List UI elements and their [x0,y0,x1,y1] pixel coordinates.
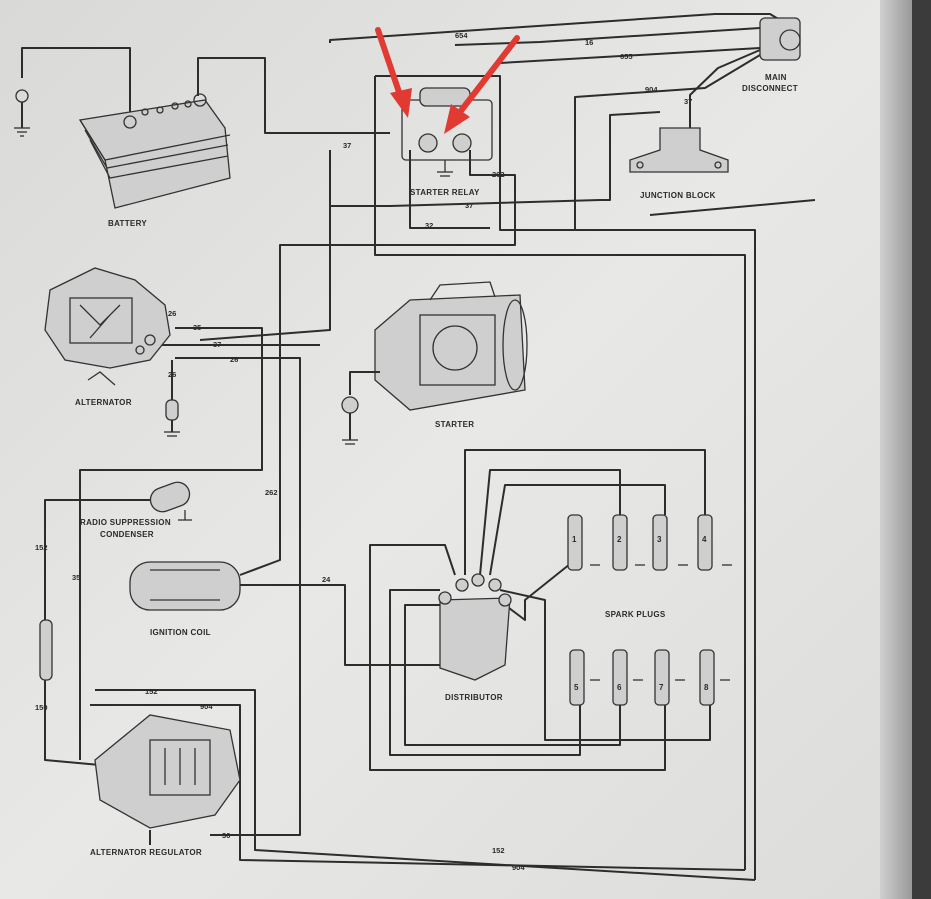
distributor-label: DISTRIBUTOR [445,693,503,702]
plug-6-number: 6 [617,683,622,692]
wire-904-reg-label: 904 [200,702,213,711]
wire-26-alt-label: 26 [168,309,176,318]
spark-plugs-label: SPARK PLUGS [605,610,666,619]
plug-7-number: 7 [659,683,664,692]
wire-37-jb-label: 37 [684,97,692,106]
distributor [438,573,512,681]
plug-4-number: 4 [702,535,707,544]
wire-654-label: 654 [455,31,468,40]
condenser-label-1: RADIO SUPPRESSION [80,518,171,527]
main-disconnect-label-2: DISCONNECT [742,84,798,93]
starter-motor [374,281,528,411]
wire-37-alt-label: 37 [213,340,221,349]
wire-152-reg-label: 152 [145,687,158,696]
wires [21,13,816,881]
junction-block [629,127,729,173]
wire-26-a-label: 26 [230,355,238,364]
wire-150-label: 150 [35,703,48,712]
wire-904-bottom-label: 904 [512,863,525,872]
plug-3-number: 3 [657,535,662,544]
wire-26-b-label: 26 [168,370,176,379]
wire-24-label: 24 [322,575,331,584]
ground-symbol-battery [14,89,30,137]
wire-36-label: 36 [222,831,230,840]
ground-symbol-alternator [164,360,180,437]
spark-plugs-bottom [569,649,730,706]
plug-1-number: 1 [572,535,577,544]
main-disconnect [759,17,801,61]
alternator [44,267,171,386]
alternator-regulator-label: ALTERNATOR REGULATOR [90,848,202,857]
starter-relay-label: STARTER RELAY [410,188,480,197]
wire-35-left-label: 35 [72,573,80,582]
spark-plugs-top [567,514,732,571]
dark-margin [912,0,931,899]
wire-262-coil-label: 262 [265,488,278,497]
wire-16-label: 16 [585,38,593,47]
ignition-coil-label: IGNITION COIL [150,628,211,637]
starter-relay [401,87,493,177]
main-disconnect-label-1: MAIN [765,73,787,82]
wire-152-bottom-label: 152 [492,846,505,855]
wire-655-label: 655 [620,52,633,61]
red-arrow-right [444,35,520,134]
radio-suppression-condenser [149,481,192,521]
wire-152-label: 152 [35,543,48,552]
plug-8-number: 8 [704,683,709,692]
wire-32-label: 32 [425,221,433,230]
wire-262-relay-label: 262 [492,170,505,179]
wire-37-mid-label: 37 [465,201,473,210]
inline-fuse [39,619,53,681]
wire-35-label: 35 [193,323,201,332]
plug-2-number: 2 [617,535,622,544]
plug-5-number: 5 [574,683,579,692]
junction-block-label: JUNCTION BLOCK [640,191,716,200]
battery-label: BATTERY [108,219,147,228]
paper-shadow-edge [880,0,912,899]
wire-37-relay-label: 37 [343,141,351,150]
alternator-regulator [94,714,241,829]
condenser-label-2: CONDENSER [100,530,154,539]
ignition-coil [129,561,241,611]
alternator-label: ALTERNATOR [75,398,132,407]
ground-symbol-starter [341,371,380,445]
battery [78,93,231,209]
red-arrow-left [375,27,412,118]
wire-904-top-label: 904 [645,85,658,94]
starter-label: STARTER [435,420,474,429]
